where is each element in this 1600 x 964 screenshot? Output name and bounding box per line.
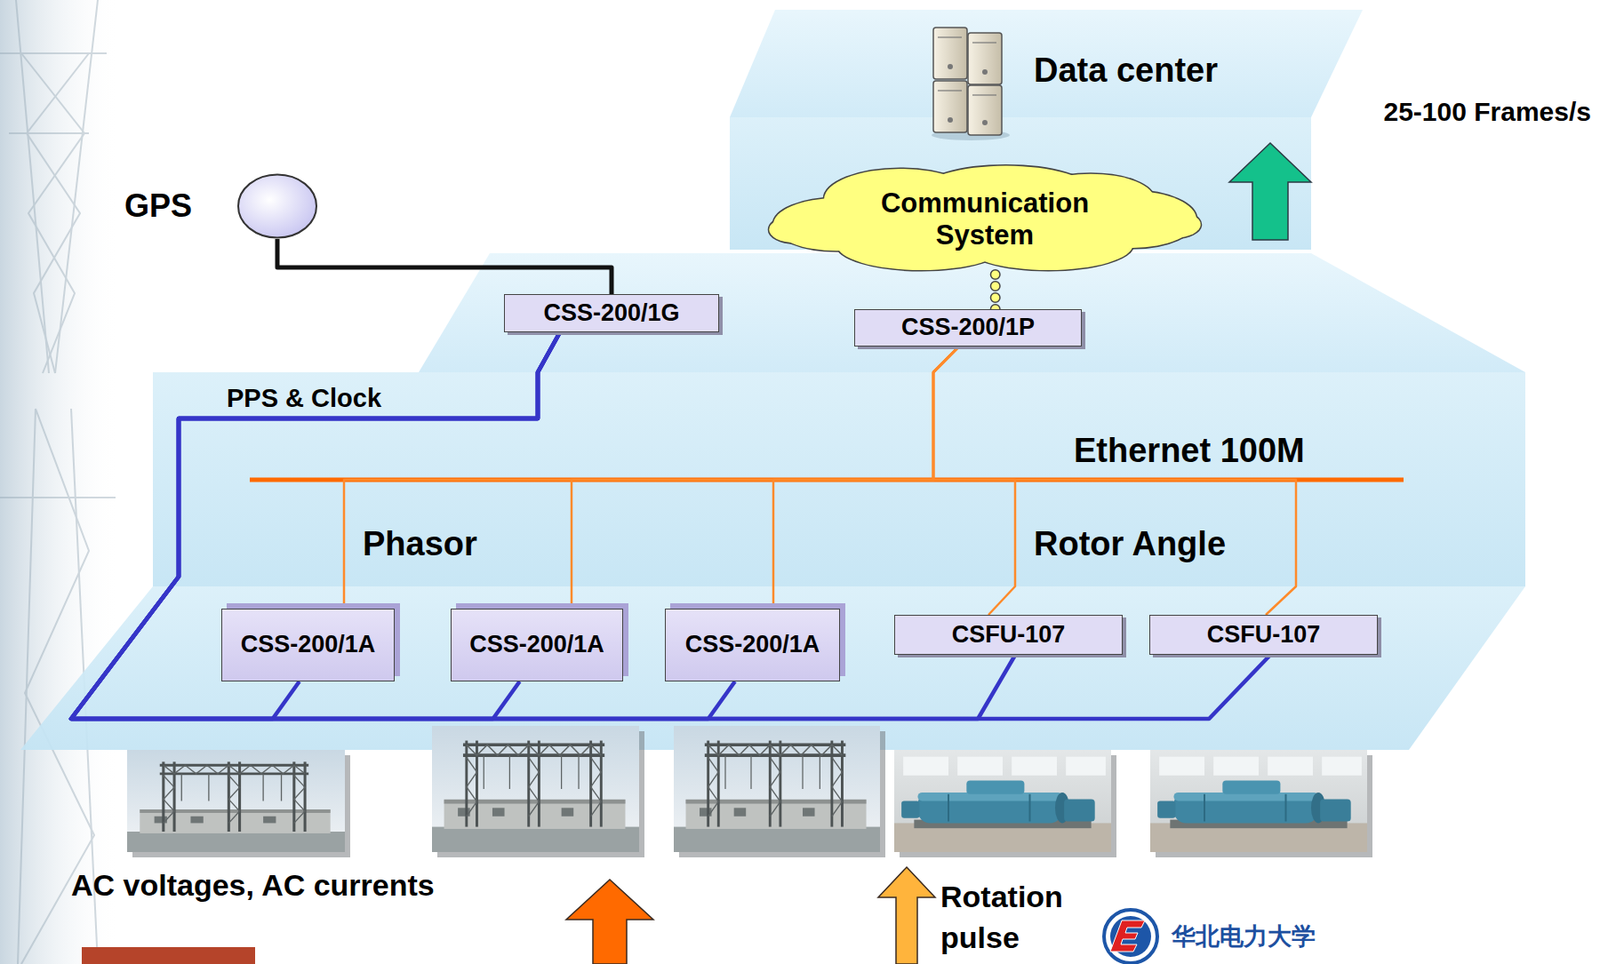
- layer-planes: [729, 9, 1363, 118]
- server-icon: [937, 37, 997, 96]
- connector-group: [277, 239, 612, 295]
- site-photos: [432, 726, 640, 853]
- input-label: AC voltages, AC currents: [71, 867, 435, 904]
- gps-node: GPS: [124, 173, 320, 240]
- layer-planes: [418, 253, 1526, 373]
- site-photos: [894, 750, 1112, 853]
- pmu-box: CSS-200/1A: [664, 608, 840, 682]
- layer-planes: [20, 586, 1526, 751]
- side-pylon-backdrop: [0, 0, 116, 964]
- clock-signal-label: PPS & Clock: [226, 383, 382, 415]
- cloud-outline: [1150, 211, 1201, 239]
- rotor-unit-box: CSFU-107: [1149, 615, 1378, 656]
- connector-group: [994, 263, 996, 310]
- side-pylon-backdrop: [21, 53, 85, 374]
- server-icon: [982, 69, 988, 75]
- server-icon: [933, 80, 968, 133]
- connector-group: [344, 346, 960, 609]
- site-photos: [127, 726, 1373, 858]
- server-icon: [931, 27, 1010, 141]
- data-center-label: Data center: [1033, 50, 1218, 92]
- input-label: Rotation pulse: [940, 876, 1083, 959]
- frame-rate-arrow: [1229, 143, 1312, 240]
- frame-rate-label: 25-100 Frames/s: [1384, 96, 1592, 128]
- side-pylon-backdrop: [0, 52, 107, 55]
- side-pylon-backdrop: [0, 496, 116, 499]
- layer-planes: [20, 9, 1526, 751]
- university-logo: [1110, 920, 1145, 952]
- server-icon: [972, 94, 997, 96]
- side-pylon-backdrop: [16, 0, 49, 374]
- pulse-arrow: [878, 867, 936, 964]
- pmu-box: CSS-200/1A: [450, 608, 624, 682]
- pmu-box: CSS-200/1A: [221, 608, 395, 682]
- server-icon: [937, 89, 962, 91]
- server-icon: [982, 120, 988, 126]
- wire-connector: [344, 346, 960, 609]
- wire-connector: [773, 346, 960, 609]
- site-photos: [127, 750, 345, 853]
- wire-connector: [571, 346, 960, 609]
- node-label: CSFU-107: [1207, 621, 1321, 649]
- gps-circle: [238, 175, 317, 239]
- wire-connector: [933, 346, 1296, 616]
- side-pylon-backdrop: [0, 0, 120, 964]
- cloud-fill: [1150, 211, 1201, 239]
- connector-group: [571, 346, 960, 609]
- cloud-outline: [768, 216, 820, 244]
- connector-outline: [990, 263, 1001, 310]
- side-pylon-backdrop: [26, 53, 89, 374]
- node-label: CSS-200/1G: [543, 299, 680, 328]
- node-label: CSFU-107: [952, 621, 1066, 649]
- university-logo: [1104, 910, 1158, 964]
- wire-connector: [277, 239, 612, 295]
- wire-connector: [71, 332, 736, 720]
- group-label: Rotor Angle: [1033, 524, 1226, 566]
- server-icon: [968, 32, 1002, 85]
- server-icon: [947, 117, 953, 123]
- node-label: GPS: [124, 187, 192, 224]
- node-label: CSS-200/1A: [469, 631, 605, 659]
- input-arrow: [566, 880, 654, 964]
- wire-connector: [71, 332, 1016, 720]
- side-pylon-backdrop: [0, 0, 120, 964]
- connector-group: [933, 346, 1296, 616]
- network-label: Ethernet 100M: [1073, 431, 1305, 472]
- wire-connector: [71, 332, 1271, 720]
- cloud-node: Communication System: [773, 168, 1197, 271]
- university-name: 华北电力大学: [1171, 922, 1316, 952]
- server-icon: [972, 41, 997, 43]
- server-icon: [968, 85, 1002, 136]
- group-label: Phasor: [362, 524, 478, 566]
- university-logo: [1104, 910, 1158, 964]
- connector-group: [71, 332, 736, 720]
- site-photos: [1150, 750, 1368, 853]
- bubble-link: [991, 263, 1000, 310]
- connector-group: [71, 332, 1016, 720]
- corner-decoration: [81, 947, 256, 964]
- device-box: CSS-200/1G: [504, 294, 720, 333]
- server-icon: [937, 36, 962, 38]
- node-label: CSS-200/1P: [901, 313, 1035, 342]
- node-label: CSS-200/1A: [685, 631, 821, 659]
- server-icon: [933, 27, 968, 80]
- connector-group: [71, 332, 1271, 720]
- site-photos: [673, 726, 880, 853]
- device-box: CSS-200/1P: [854, 309, 1082, 347]
- connector-group: [773, 346, 960, 609]
- cloud-fill: [768, 216, 820, 244]
- node-label: CSS-200/1A: [240, 631, 376, 659]
- side-pylon-backdrop: [8, 132, 89, 135]
- node-label: Communication System: [869, 187, 1101, 251]
- university-logo: [1110, 916, 1152, 958]
- server-icon: [947, 64, 953, 70]
- rotor-unit-box: CSFU-107: [894, 615, 1123, 656]
- side-pylon-backdrop: [17, 408, 36, 964]
